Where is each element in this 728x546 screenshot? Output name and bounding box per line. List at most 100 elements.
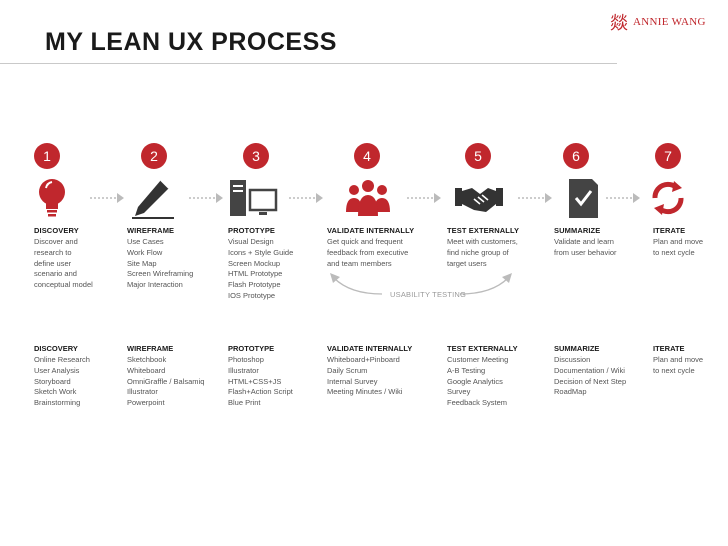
text-line: Powerpoint bbox=[127, 398, 165, 408]
tools-title-test: TEST EXTERNALLY bbox=[447, 344, 518, 353]
text-line: Survey bbox=[447, 387, 471, 397]
text-line: Whiteboard+Pinboard bbox=[327, 355, 400, 364]
text-line: Feedback System bbox=[447, 398, 508, 408]
text-line: Customer Meeting bbox=[447, 355, 509, 364]
text-line: Blue Print bbox=[228, 398, 261, 408]
text-line: RoadMap bbox=[554, 387, 587, 397]
step-title-iterate: ITERATE bbox=[653, 226, 686, 235]
usability-loop-arrow bbox=[330, 273, 512, 295]
step-number-3: 3 bbox=[243, 143, 269, 169]
checklist-icon bbox=[569, 179, 598, 218]
text-line: Discussion bbox=[554, 355, 591, 364]
text-line: A-B Testing bbox=[447, 365, 486, 375]
step-number-6: 6 bbox=[563, 143, 589, 169]
title-divider bbox=[0, 63, 617, 64]
text-line: and team members bbox=[327, 258, 392, 268]
brand-mark: 燚 bbox=[610, 13, 628, 34]
text-line: Flash+Action Script bbox=[228, 387, 293, 397]
pencil-icon bbox=[132, 179, 174, 219]
step-number-2: 2 bbox=[141, 143, 167, 169]
text-line: Plan and move bbox=[653, 355, 704, 364]
text-line: Decision of Next Step bbox=[554, 376, 627, 386]
text-line: Documentation / Wiki bbox=[554, 365, 625, 375]
tools-title-discovery: DISCOVERY bbox=[34, 344, 78, 353]
flow-arrow-3 bbox=[289, 193, 323, 203]
text-line: Sketchbook bbox=[127, 355, 167, 364]
flow-arrow-5 bbox=[518, 193, 552, 203]
text-line: Screen Mockup bbox=[228, 258, 281, 268]
text-line: define user bbox=[34, 258, 72, 268]
computer-icon bbox=[230, 180, 278, 216]
text-line: Work Flow bbox=[127, 247, 163, 257]
text-line: Visual Design bbox=[228, 237, 274, 246]
step-number-5: 5 bbox=[465, 143, 491, 169]
text-line: User Analysis bbox=[34, 365, 80, 375]
text-line: Daily Scrum bbox=[327, 365, 368, 375]
text-line: Use Cases bbox=[127, 237, 164, 246]
text-line: Discover and bbox=[34, 237, 78, 246]
text-line: Major Interaction bbox=[127, 280, 183, 290]
text-line: Storyboard bbox=[34, 376, 71, 386]
step-title-test: TEST EXTERNALLY bbox=[447, 226, 520, 235]
step-title-wireframe: WIREFRAME bbox=[127, 226, 175, 235]
text-line: Internal Survey bbox=[327, 376, 378, 386]
step-title-summarize: SUMMARIZE bbox=[554, 226, 601, 235]
text-line: Screen Wireframing bbox=[127, 269, 194, 279]
step-number-7: 7 bbox=[655, 143, 681, 169]
text-line: Online Research bbox=[34, 355, 90, 364]
tools-title-prototype: PROTOTYPE bbox=[228, 344, 275, 353]
flow-arrow-1 bbox=[90, 193, 124, 203]
cycle-icon bbox=[652, 181, 684, 215]
text-line: Google Analytics bbox=[447, 376, 503, 386]
usability-testing-label: USABILITY TESTING bbox=[390, 290, 467, 299]
text-line: Whiteboard bbox=[127, 365, 166, 375]
step-title-prototype: PROTOTYPE bbox=[228, 226, 276, 235]
page-title: MY LEAN UX PROCESS bbox=[45, 28, 337, 56]
flow-arrow-6 bbox=[606, 193, 640, 203]
step-title-discovery: DISCOVERY bbox=[34, 226, 79, 235]
tools-title-summarize: SUMMARIZE bbox=[554, 344, 600, 353]
step-number-1: 1 bbox=[34, 143, 60, 169]
text-line: from user behavior bbox=[554, 247, 617, 257]
handshake-icon bbox=[455, 188, 503, 212]
text-line: Flash Prototype bbox=[228, 280, 281, 290]
text-line: Site Map bbox=[127, 258, 157, 268]
text-line: Validate and learn bbox=[554, 237, 614, 246]
step-title-validate: VALIDATE INTERNALLY bbox=[327, 226, 415, 235]
text-line: to next cycle bbox=[653, 365, 695, 375]
text-line: HTML Prototype bbox=[228, 269, 283, 279]
brand-logo: 燚 ANNIE WANG bbox=[610, 9, 706, 35]
step-number-4: 4 bbox=[354, 143, 380, 169]
text-line: Illustrator bbox=[127, 387, 158, 397]
text-line: find niche group of bbox=[447, 247, 509, 257]
flow-arrow-4 bbox=[407, 193, 441, 203]
text-line: Sketch Work bbox=[34, 387, 77, 397]
text-line: to next cycle bbox=[653, 247, 695, 257]
text-line: conceptual model bbox=[34, 280, 93, 290]
brand-name: ANNIE WANG bbox=[633, 16, 706, 28]
text-line: IOS Prototype bbox=[228, 290, 276, 300]
text-line: Get quick and frequent bbox=[327, 237, 403, 246]
flow-arrow-2 bbox=[189, 193, 223, 203]
text-line: Plan and move bbox=[653, 237, 704, 246]
text-line: Illustrator bbox=[228, 365, 259, 375]
text-line: research to bbox=[34, 247, 72, 257]
tools-title-wireframe: WIREFRAME bbox=[127, 344, 174, 353]
text-line: HTML+CSS+JS bbox=[228, 376, 282, 386]
text-line: Brainstorming bbox=[34, 398, 81, 408]
text-line: Icons + Style Guide bbox=[228, 247, 294, 257]
text-line: feedback from executive bbox=[327, 247, 409, 257]
